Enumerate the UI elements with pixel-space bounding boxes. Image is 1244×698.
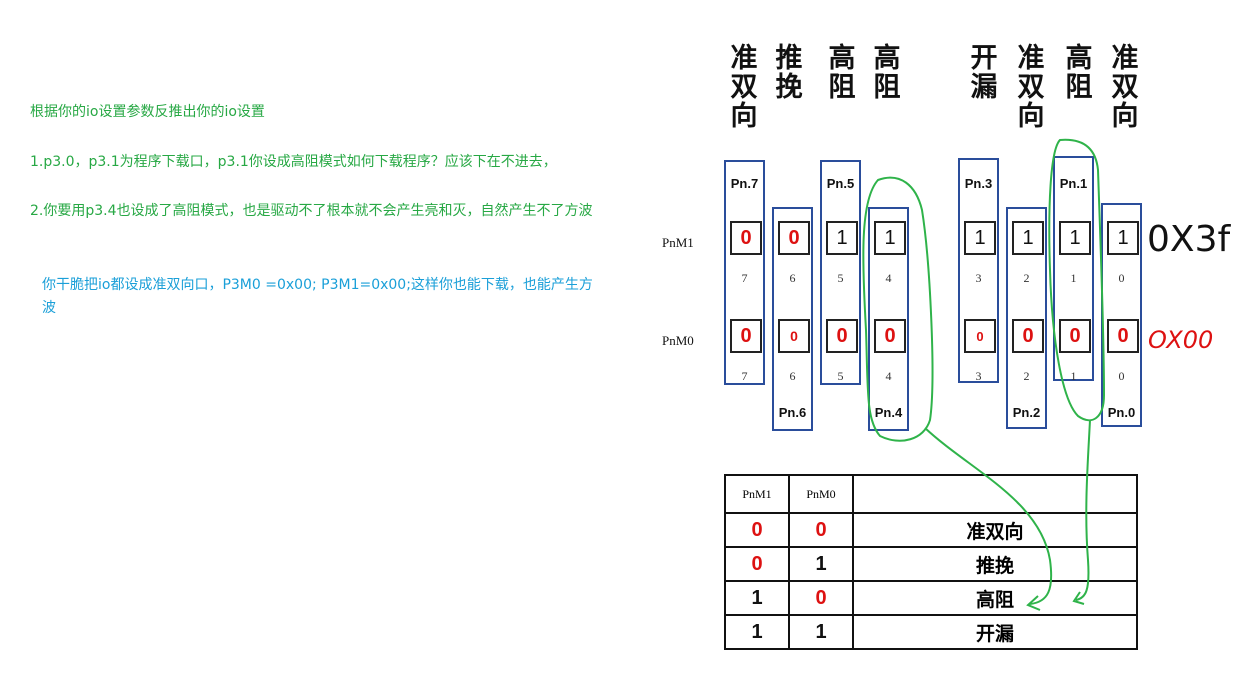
pnm0-bit-index: 2	[1023, 369, 1030, 383]
pin-column-pn7: Pn.7 0 7 0 7	[724, 160, 765, 385]
pin-column-pn4: 1 4 0 4 Pn.4	[868, 207, 909, 431]
pnm1-bit-1: 1	[1059, 221, 1091, 255]
pnm0-bit-5: 0	[826, 319, 858, 353]
mode-header-bit0: 准双向	[1111, 43, 1139, 132]
pin-label: Pn.4	[874, 405, 903, 420]
pin-column-pn1: Pn.1 1 1 0 1	[1053, 156, 1094, 383]
pin-label: Pn.7	[730, 176, 759, 191]
pin-column-pn6: 0 6 0 6 Pn.6	[772, 207, 813, 431]
header-pnm1: PnM1	[724, 474, 790, 514]
hex-pnm0: OX00	[1148, 326, 1214, 354]
pnm1-bit-7: 0	[730, 221, 762, 255]
header-mode	[852, 474, 1138, 514]
row-label-pnm0: PnM0	[662, 333, 694, 348]
note-line-3: 2.你要用p3.4也设成了高阻模式，也是驱动不了根本就不会产生亮和灭，自然产生不…	[30, 203, 593, 219]
pnm0-bit-index: 4	[885, 369, 892, 383]
row-label-pnm1: PnM1	[662, 235, 694, 250]
pnm1-bit-index: 5	[837, 271, 844, 285]
pnm0-bit-index: 7	[741, 369, 748, 383]
pnm1-bit-index: 4	[885, 271, 892, 285]
pin-label: Pn.6	[778, 405, 807, 420]
mode-header-bit2: 准双向	[1017, 43, 1045, 132]
pnm1-bit-6: 0	[778, 221, 810, 255]
pnm0-bit-index: 3	[975, 369, 982, 383]
pnm1-bit-4: 1	[874, 221, 906, 255]
pin-label: Pn.2	[1012, 405, 1041, 420]
hex-pnm1: 0X3f	[1147, 219, 1231, 260]
pin-label: Pn.1	[1059, 176, 1088, 191]
pnm0-bit-1: 0	[1059, 319, 1091, 353]
pin-column-pn5: Pn.5 1 5 0 5	[820, 160, 861, 385]
pnm0-bit-index: 5	[837, 369, 844, 383]
mode-header-bit1: 高阻	[1065, 43, 1093, 103]
pnm1-bit-5: 1	[826, 221, 858, 255]
row-pnm0: 0	[788, 580, 854, 616]
pin-column-pn0: 1 0 0 0 Pn.0	[1101, 203, 1142, 427]
row-pnm0: 1	[788, 614, 854, 650]
table-row: 1 0 高阻	[724, 580, 1138, 616]
pin-label: Pn.5	[826, 176, 855, 191]
row-mode: 开漏	[852, 614, 1138, 650]
row-pnm0: 1	[788, 546, 854, 582]
row-pnm1: 1	[724, 580, 790, 616]
table-row: 0 1 推挽	[724, 546, 1138, 582]
row-pnm1: 0	[724, 546, 790, 582]
pnm1-bit-0: 1	[1107, 221, 1139, 255]
table-row: 1 1 开漏	[724, 614, 1138, 650]
pnm1-bit-index: 6	[789, 271, 796, 285]
pin-column-pn3: Pn.3 1 3 0 3	[958, 158, 999, 383]
pnm0-bit-3: 0	[964, 319, 996, 353]
pnm1-bit-index: 0	[1118, 271, 1125, 285]
mode-header-bit6: 推挽	[775, 43, 803, 103]
row-mode: 准双向	[852, 512, 1138, 548]
table-row: 0 0 准双向	[724, 512, 1138, 548]
pin-label: Pn.3	[964, 176, 993, 191]
note-line-2: 1.p3.0，p3.1为程序下载口，p3.1你设成高阻模式如何下载程序？应该下在…	[30, 154, 557, 170]
pnm1-bit-index: 3	[975, 271, 982, 285]
pnm0-bit-2: 0	[1012, 319, 1044, 353]
row-pnm1: 0	[724, 512, 790, 548]
note-line-1: 根据你的io设置参数反推出你的io设置	[30, 104, 265, 120]
pin-label: Pn.0	[1107, 405, 1136, 420]
pnm0-bit-index: 0	[1118, 369, 1125, 383]
pnm0-bit-6: 0	[778, 319, 810, 353]
pin-column-pn2: 1 2 0 2 Pn.2	[1006, 207, 1047, 429]
pnm0-bit-7: 0	[730, 319, 762, 353]
pnm1-bit-index: 2	[1023, 271, 1030, 285]
row-mode: 高阻	[852, 580, 1138, 616]
row-pnm1: 1	[724, 614, 790, 650]
mode-header-bit3: 开漏	[970, 43, 998, 103]
pnm1-bit-3: 1	[964, 221, 996, 255]
row-pnm0: 0	[788, 512, 854, 548]
row-mode: 推挽	[852, 546, 1138, 582]
mode-header-bit7: 准双向	[730, 43, 758, 132]
pnm1-bit-index: 7	[741, 271, 748, 285]
pnm1-bit-2: 1	[1012, 221, 1044, 255]
pnm0-bit-4: 0	[874, 319, 906, 353]
note-line-4: 你干脆把io都设成准双向口，P3M0 =0x00; P3M1=0x00;这样你也…	[42, 277, 593, 316]
mode-table: PnM1 PnM0 0 0 准双向 0 1 推挽 1 0 高阻 1 1 开漏	[724, 474, 1138, 650]
pnm0-bit-0: 0	[1107, 319, 1139, 353]
mode-header-bit5: 高阻	[828, 43, 856, 103]
pnm0-bit-index: 1	[1070, 369, 1077, 383]
pnm1-bit-index: 1	[1070, 271, 1077, 285]
mode-header-bit4: 高阻	[873, 43, 901, 103]
header-pnm0: PnM0	[788, 474, 854, 514]
pnm0-bit-index: 6	[789, 369, 796, 383]
